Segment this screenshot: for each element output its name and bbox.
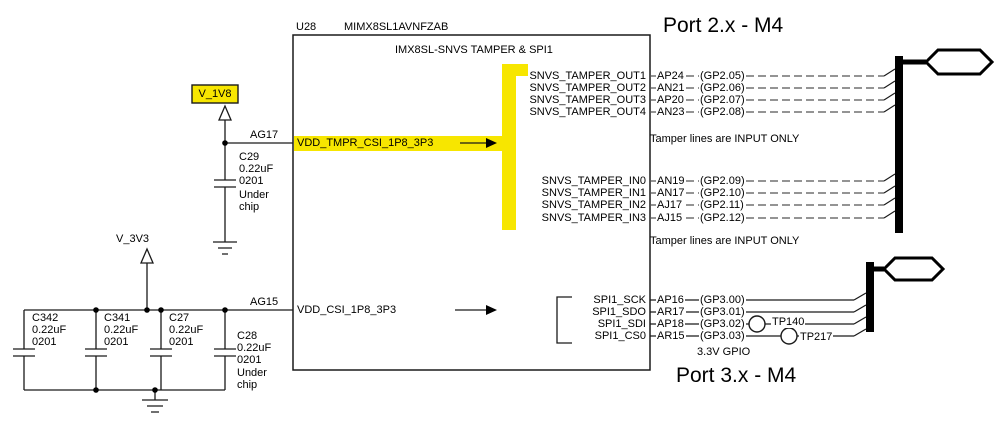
net-alias: (GP3.01): [699, 306, 746, 318]
pin-name: SPI1_SCK: [593, 294, 646, 306]
pin-name: SNVS_TAMPER_IN0: [541, 175, 646, 187]
pin-name: SNVS_TAMPER_OUT2: [529, 82, 646, 94]
pin-number: AR15: [656, 330, 686, 342]
net-alias: (GP2.06): [699, 82, 746, 94]
net-alias: (GP3.02): [699, 318, 746, 330]
tamper-note-1: Tamper lines are INPUT ONLY: [650, 133, 800, 145]
pin-name: SPI1_SDO: [592, 306, 646, 318]
cap-value: 0.22uF: [169, 324, 204, 336]
capacitor-symbol-c29: [214, 179, 236, 242]
testpoint-label-tp140: TP140: [771, 316, 806, 328]
pin-number: AP18: [656, 318, 685, 330]
cap-ref: C341: [104, 312, 131, 324]
port3-title: Port 3.x - M4: [676, 364, 797, 387]
pin-number-ag17: AG17: [250, 129, 279, 141]
chip-part-number: MIMX8SL1AVNFZAB: [344, 21, 449, 33]
cap-ref: C27: [169, 312, 190, 324]
pin-name: SNVS_TAMPER_IN3: [541, 212, 646, 224]
pin-name: SNVS_TAMPER_OUT1: [529, 70, 646, 82]
bus-bars: [866, 56, 903, 332]
pin-number: AN21: [656, 82, 686, 94]
gpio-voltage-note: 3.3V GPIO: [697, 346, 751, 358]
cap-pkg: 0201: [237, 354, 262, 366]
power-flags: [140, 104, 232, 264]
cap-note: chip: [239, 201, 260, 213]
chip-refdes: U28: [296, 21, 317, 33]
net-alias: (GP3.00): [699, 294, 746, 306]
ground-symbol-bank: [142, 390, 168, 413]
pin-number: AJ15: [656, 212, 684, 224]
cap-ref: C28: [237, 330, 258, 342]
cap-pkg: 0201: [239, 175, 264, 187]
port2-title: Port 2.x - M4: [663, 14, 784, 37]
cap-value: 0.22uF: [104, 324, 139, 336]
offpage-connectors: [881, 48, 995, 282]
pin-number: AR17: [656, 306, 686, 318]
cap-note: Under: [239, 189, 269, 201]
offpage-connector-port2: [923, 48, 995, 76]
pin-direction-arrows: [486, 138, 497, 315]
net-alias: (GP2.08): [699, 106, 746, 118]
pin-name-vdd-csi: VDD_CSI_1P8_3P3: [297, 304, 397, 316]
pin-name: SNVS_TAMPER_IN2: [541, 199, 646, 211]
pin-number: AP16: [656, 294, 685, 306]
power-flag-v3v3: [140, 247, 154, 264]
net-alias: (GP2.12): [699, 212, 746, 224]
pin-number: AP20: [656, 94, 685, 106]
pin-number: AN19: [656, 175, 686, 187]
wire-layer: [13, 120, 867, 413]
v1v8-net-label: V_1V8: [198, 88, 232, 100]
net-alias: (GP2.07): [699, 94, 746, 106]
cap-pkg: 0201: [32, 336, 57, 348]
pin-number: AJ17: [656, 199, 684, 211]
capacitor-symbol-c28: [214, 310, 236, 390]
net-alias: (GP3.03): [699, 330, 746, 342]
cap-pkg: 0201: [169, 336, 194, 348]
power-flag-v1v8: [218, 104, 232, 121]
cap-ref: C342: [32, 312, 59, 324]
net-highlight: [294, 64, 528, 230]
pin-number: AN23: [656, 106, 686, 118]
net-alias: (GP2.11): [699, 199, 745, 211]
pin-number: AN17: [656, 187, 686, 199]
bus-entries: [883, 68, 896, 219]
pin-name: SNVS_TAMPER_OUT4: [529, 106, 646, 118]
capacitor-symbol-c27: [150, 310, 172, 390]
testpoint-tp140-circle: [748, 315, 766, 333]
testpoint-circles: [748, 315, 798, 345]
cap-value: 0.22uF: [239, 163, 274, 175]
capacitor-symbol-c342: [13, 310, 35, 390]
pin-name: SPI1_SDI: [597, 318, 646, 330]
cap-note: chip: [237, 379, 258, 391]
v3v3-net-label: V_3V3: [116, 233, 150, 245]
cap-note: Under: [237, 367, 267, 379]
cap-ref: C29: [239, 151, 260, 163]
pin-name: SNVS_TAMPER_OUT3: [529, 94, 646, 106]
cap-value: 0.22uF: [237, 342, 272, 354]
spi-group-bracket: [556, 296, 572, 344]
cap-value: 0.22uF: [32, 324, 67, 336]
capacitor-symbol-c341: [85, 310, 107, 390]
net-alias: (GP2.05): [699, 70, 746, 82]
pin-name-vdd-tmpr: VDD_TMPR_CSI_1P8_3P3: [297, 137, 434, 149]
net-alias: (GP2.09): [699, 175, 746, 187]
bus-bar-port2: [895, 56, 903, 233]
pin-name: SNVS_TAMPER_IN1: [541, 187, 646, 199]
testpoint-tp217-circle: [780, 327, 798, 345]
pin-name: SPI1_CS0: [594, 330, 646, 342]
net-alias: (GP2.10): [699, 187, 746, 199]
ground-symbol-c29: [213, 241, 237, 255]
bus-bar-port3: [866, 262, 874, 332]
v1v8-label-box: [191, 84, 239, 104]
chip-block-title: IMX8SL-SNVS TAMPER & SPI1: [395, 44, 553, 56]
pin-number-ag15: AG15: [250, 296, 279, 308]
junction-dots: [93, 140, 228, 393]
tamper-note-2: Tamper lines are INPUT ONLY: [650, 235, 800, 247]
cap-pkg: 0201: [104, 336, 129, 348]
testpoint-label-tp217: TP217: [799, 331, 834, 343]
pin-number: AP24: [656, 70, 685, 82]
chip-body: [292, 34, 651, 371]
offpage-connector-port3: [881, 256, 946, 282]
